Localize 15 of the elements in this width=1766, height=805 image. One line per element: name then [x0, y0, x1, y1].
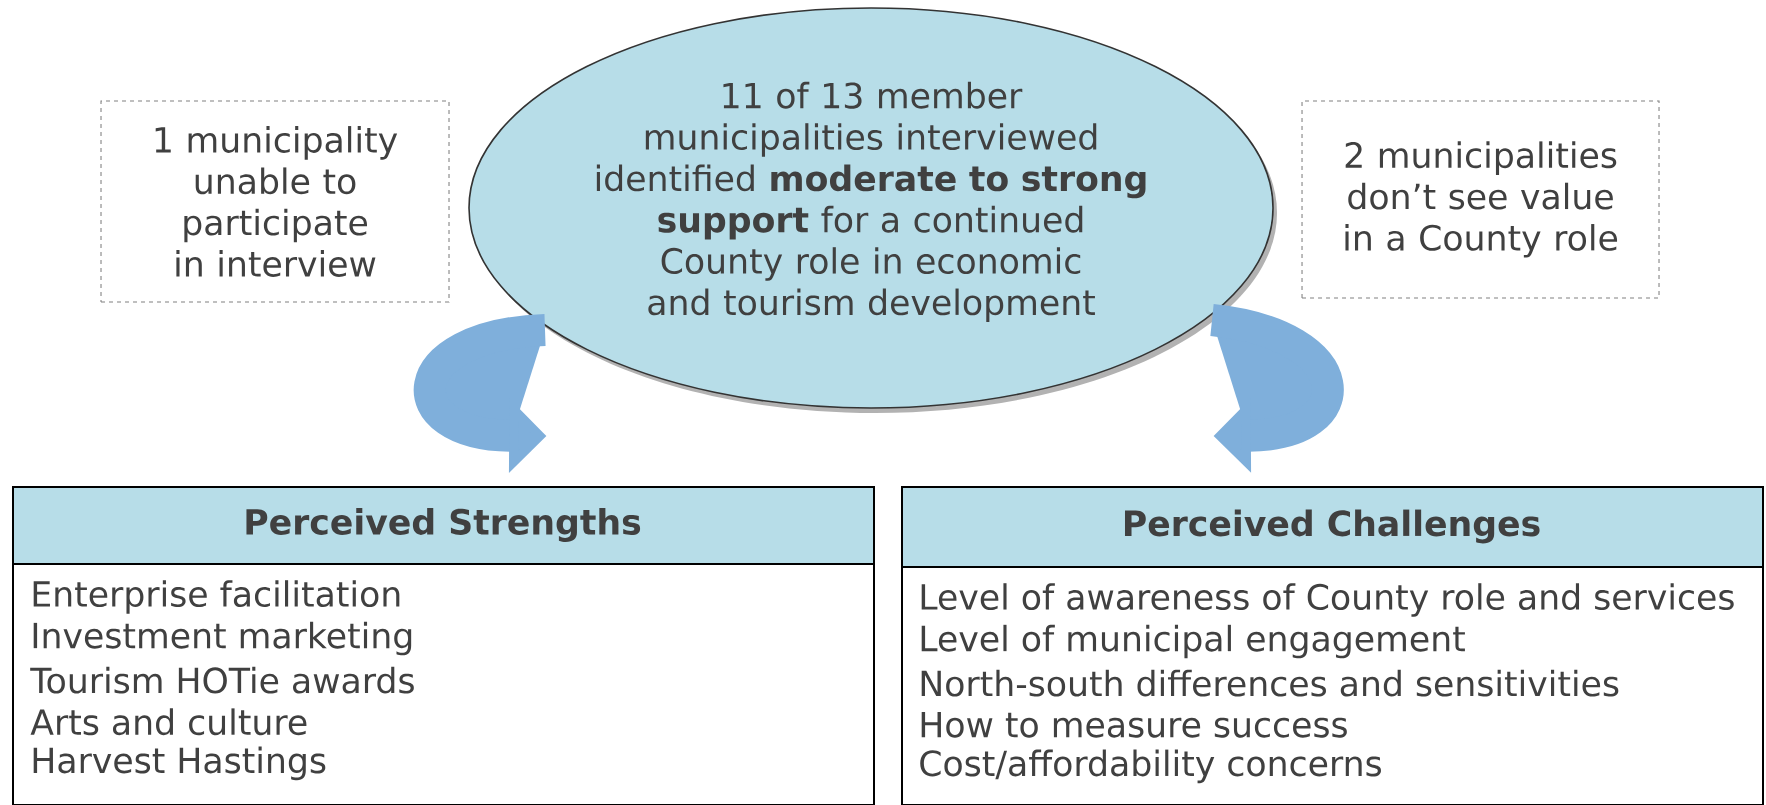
list-item: Level of municipal engagement	[921, 624, 1465, 659]
list-item: Investment marketing	[33, 621, 412, 656]
curved-arrow	[1209, 304, 1344, 473]
list-item: North-south differences and sensitivities	[921, 669, 1619, 697]
list-item: Arts and culture	[30, 708, 307, 736]
list-panel: Perceived Strengths Enterprise facilitation Investment marketing Tourism HOTie awards Arts and culture Harvest Hastings	[11, 486, 875, 805]
list-item: Level of awareness of County role and services	[921, 583, 1734, 617]
note-box: 2 municipalities don’t see value in a County role	[1301, 100, 1660, 299]
list-item: Cost/affordability concerns	[920, 749, 1381, 784]
list-item: How to measure success	[921, 711, 1347, 738]
list-item: Harvest Hastings	[33, 746, 326, 781]
list-item: Enterprise facilitation	[33, 580, 400, 614]
list-item: Tourism HOTie awards	[30, 666, 414, 694]
list-panel: Perceived Challenges Level of awareness of County role and services Level of municipal engagement North-south differences and sensitivities How to measure success Cost/affordability concerns	[900, 486, 1764, 805]
note-box: 1 municipality unable to participate in interview	[100, 100, 450, 303]
